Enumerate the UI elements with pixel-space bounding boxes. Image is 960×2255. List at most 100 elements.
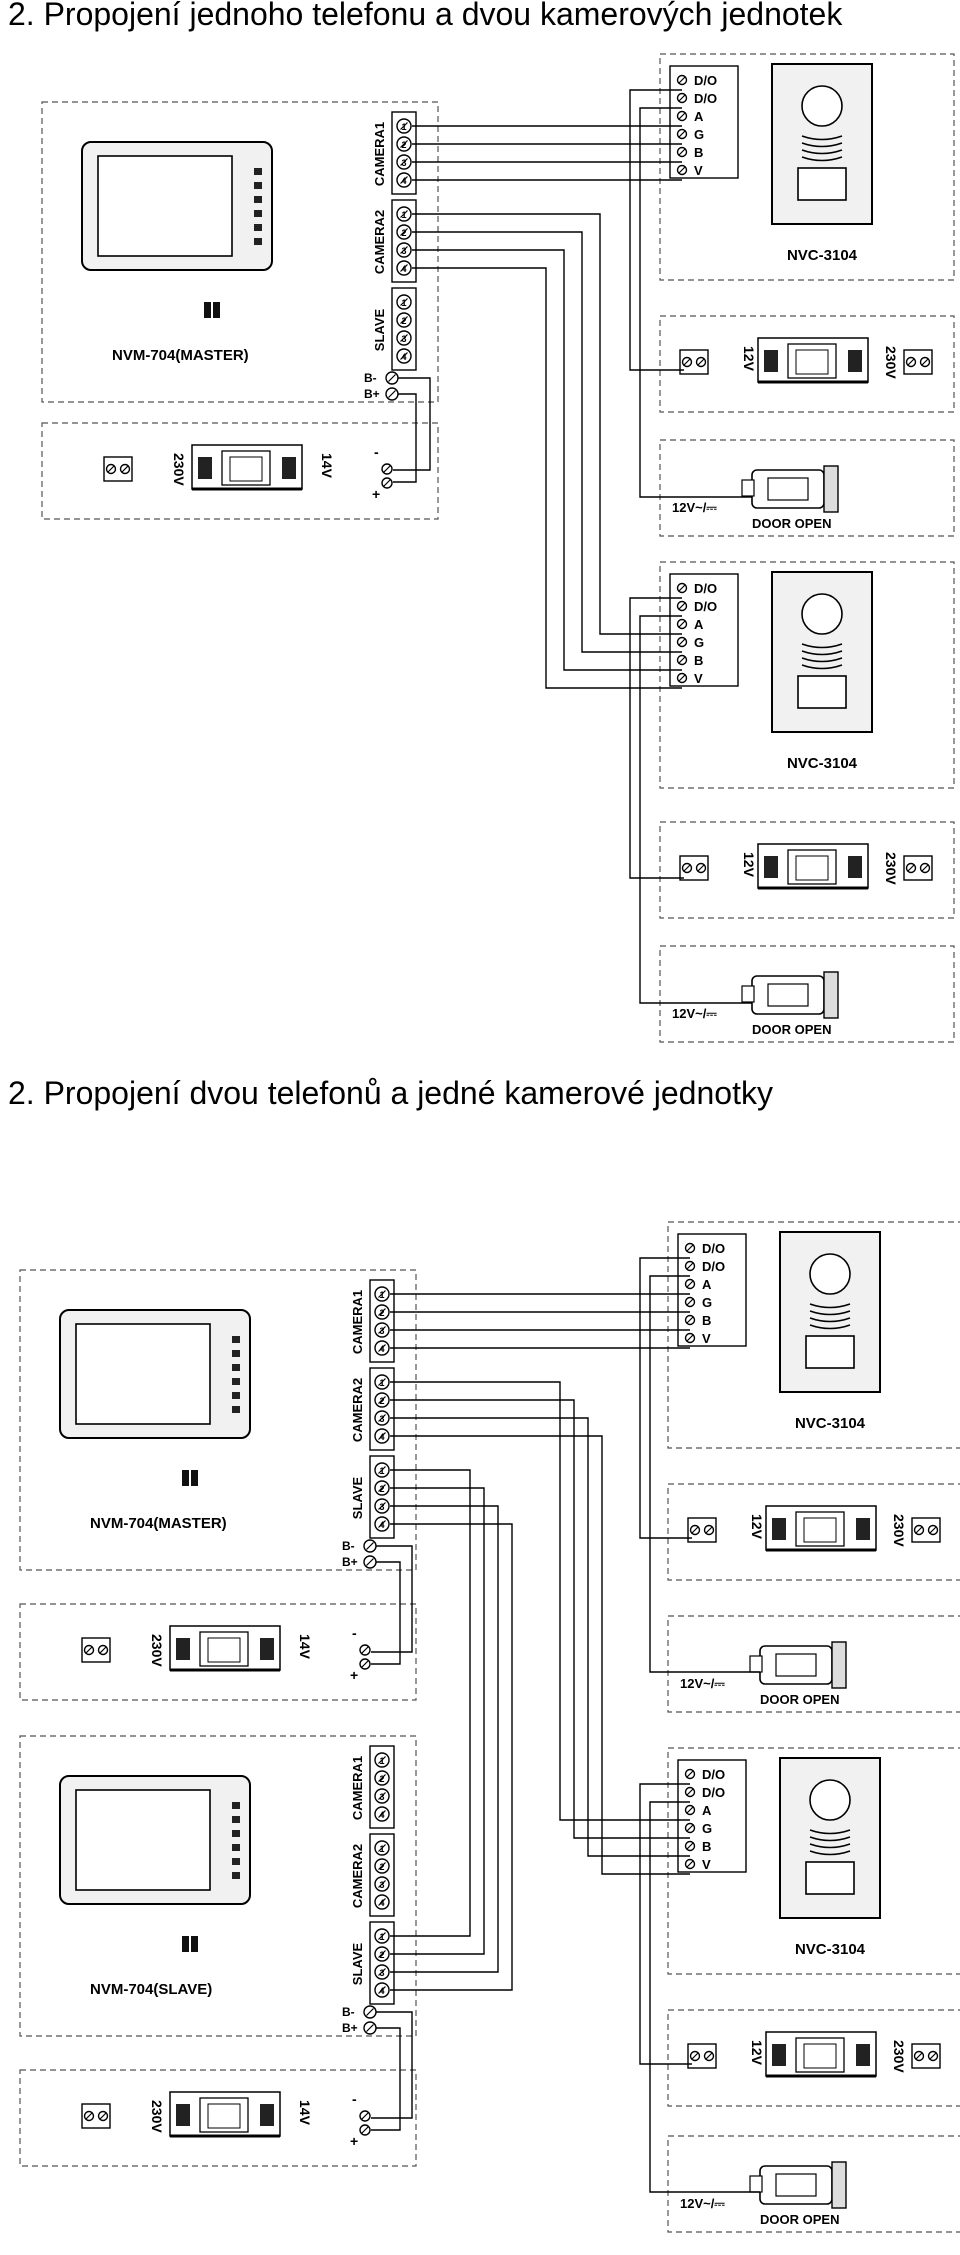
screw-terminal [905, 862, 917, 874]
mains-terminal [81, 1637, 111, 1663]
power-supply-unit [169, 1625, 281, 1672]
screw-terminal [374, 1286, 390, 1302]
slave-terminals-label: SLAVE [350, 1942, 365, 1985]
terminal-number: 3 [379, 1792, 384, 1802]
screw-terminal [381, 477, 393, 489]
screw-terminal [919, 356, 931, 368]
camera-mains-terminal [911, 2043, 941, 2069]
screw-terminal [374, 1462, 390, 1478]
low-voltage-terminal [687, 2043, 717, 2069]
monitor-button [254, 210, 262, 217]
screw-terminal [684, 1242, 696, 1254]
camera-1-terminals-label: CAMERA1 [350, 1756, 365, 1820]
screw-terminal [374, 1770, 390, 1786]
screw-terminal [396, 136, 412, 152]
dip-switch [182, 1936, 198, 1952]
low-voltage-terminal [687, 1517, 717, 1543]
screw-terminal [676, 128, 688, 140]
monitor-button [232, 1872, 240, 1879]
camera-1-terminals-label: CAMERA1 [372, 122, 387, 186]
screw-terminal [385, 371, 399, 385]
monitor-dashed-frame [19, 1735, 417, 2037]
screw-terminal [684, 1840, 696, 1852]
camera-terminal-label: V [694, 671, 703, 686]
camera-terminal-label: B [694, 145, 703, 160]
screw-terminal [684, 1332, 696, 1344]
camera-terminal-label: G [694, 635, 704, 650]
b-plus-label: B+ [342, 1555, 358, 1569]
screw-terminal [396, 348, 412, 364]
camera-terminal-label: A [694, 109, 704, 124]
lock-voltage-label: 12V~/⎓ [680, 2196, 725, 2211]
monitor-device [81, 141, 273, 271]
camera-lens [801, 85, 843, 127]
psu-dashed-frame [19, 2069, 417, 2167]
terminal-number: 3 [379, 1968, 384, 1978]
camera-model-label: NVC-3104 [787, 247, 858, 264]
camera-terminal-label: V [702, 1857, 711, 1872]
b-minus-label: B- [364, 371, 377, 385]
door-lock-device [749, 2161, 847, 2209]
call-button [797, 167, 847, 201]
screw-terminal [919, 862, 931, 874]
camera-terminal-label: D/O [702, 1767, 725, 1782]
monitor-button [254, 238, 262, 245]
screw-terminal [676, 92, 688, 104]
terminal-number: 3 [401, 158, 406, 168]
screw-terminal [374, 1806, 390, 1822]
camera-device [771, 571, 873, 733]
terminal-number: 2 [379, 1396, 384, 1406]
speaker-grille [809, 1310, 851, 1316]
door-lock-unit: 12V~/⎓ DOOR OPEN [667, 2135, 960, 2233]
camera-terminal-label: G [702, 1295, 712, 1310]
wire [639, 1783, 692, 2065]
door-lock-unit: 12V~/⎓ DOOR OPEN [659, 945, 955, 1043]
wire [390, 1487, 485, 1955]
monitor-model-label: NVM-704(MASTER) [112, 347, 249, 364]
call-button [805, 1861, 855, 1895]
slave-terminals-label: SLAVE [350, 1476, 365, 1519]
camera-terminal-label: D/O [702, 1785, 725, 1800]
door-open-label: DOOR OPEN [760, 2212, 839, 2227]
section-1-wiring [393, 89, 752, 1004]
door-open-label: DOOR OPEN [752, 1022, 831, 1037]
screw-terminal [695, 356, 707, 368]
terminal-number: 4 [379, 1986, 384, 1996]
screw-terminal [359, 1658, 371, 1670]
monitor-device [59, 1775, 251, 1905]
screw-terminal [689, 2050, 701, 2062]
screw-terminal [684, 1858, 696, 1870]
camera-terminal-label: D/O [694, 73, 717, 88]
wire [412, 213, 682, 635]
camera-psu-dashed-frame [659, 821, 955, 919]
psu-voltage-label: 14V [297, 2100, 313, 2126]
door-open-label: DOOR OPEN [760, 1692, 839, 1707]
terminal-number: 2 [379, 1484, 384, 1494]
wire [390, 1399, 690, 1839]
screw-terminal [676, 654, 688, 666]
terminal-number: 3 [379, 1414, 384, 1424]
camera-lens [809, 1779, 851, 1821]
bus-terminals: B-B+ [342, 1539, 377, 1569]
lock-voltage-label: 12V~/⎓ [672, 1006, 717, 1021]
screw-terminal [83, 1644, 95, 1656]
dip-switch [182, 1470, 198, 1486]
terminal-number: 2 [379, 1308, 384, 1318]
screw-terminal [374, 1964, 390, 1980]
call-button [797, 675, 847, 709]
section-1-title: 2. Propojení jednoho telefonu a dvou kam… [8, 0, 843, 32]
door-open-label: DOOR OPEN [752, 516, 831, 531]
camera-terminal-label: D/O [694, 91, 717, 106]
screw-terminal [363, 1539, 377, 1553]
screw-terminal [676, 110, 688, 122]
terminal-number: 2 [379, 1950, 384, 1960]
